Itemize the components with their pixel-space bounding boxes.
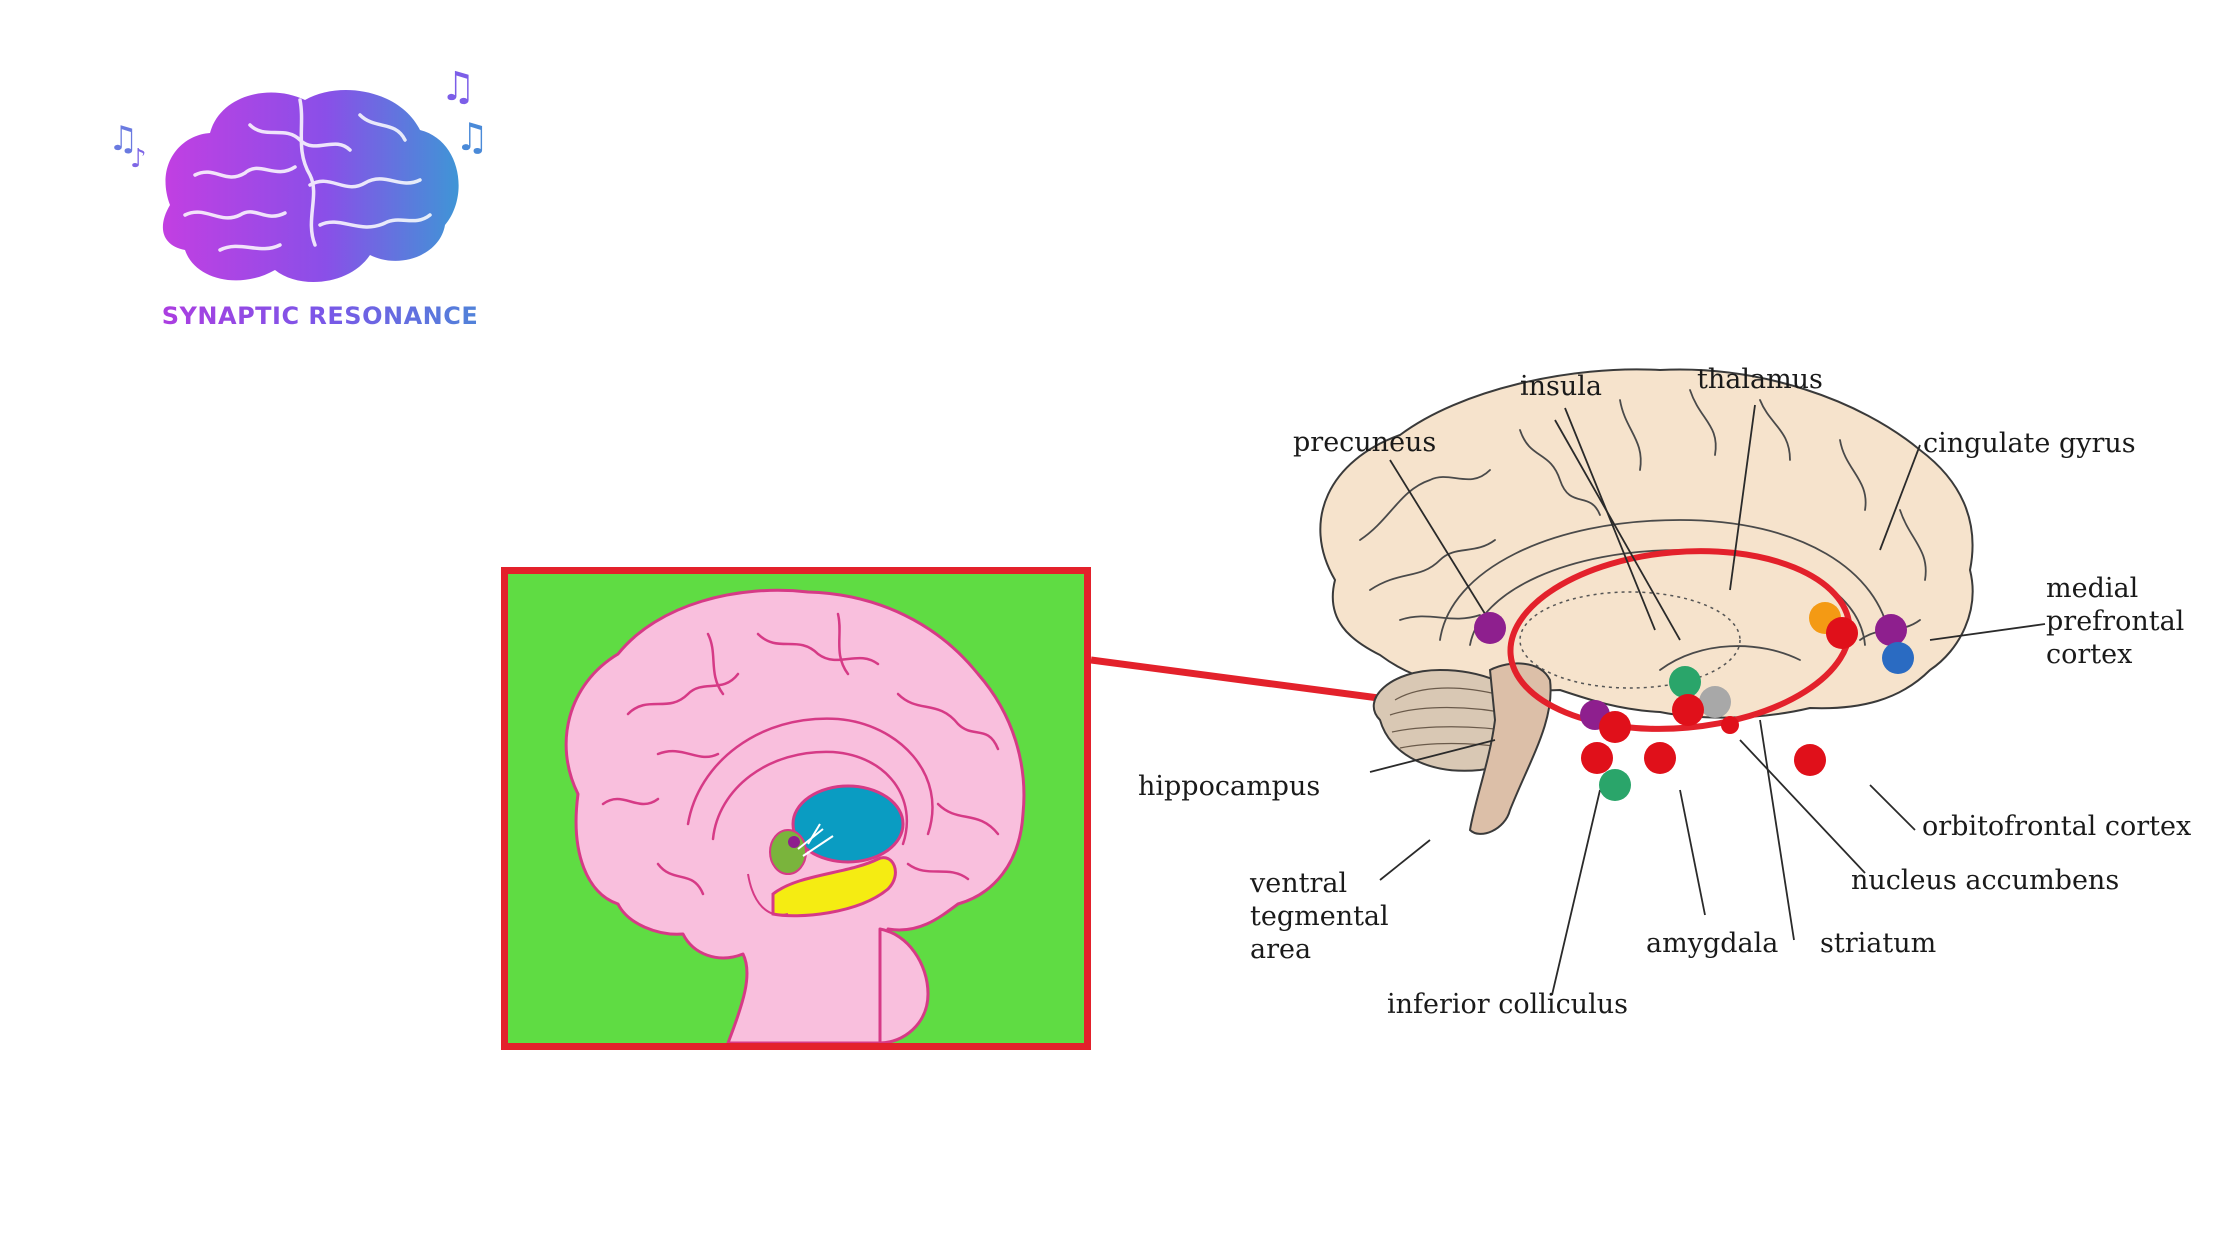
marker-hippocampus-red xyxy=(1599,711,1631,743)
label-nucleus-accumbens: nucleus accumbens xyxy=(1851,865,2120,896)
marker-mpfc-blue xyxy=(1882,642,1914,674)
label-amygdala: amygdala xyxy=(1646,928,1779,959)
brain-sagittal-drawing xyxy=(1319,368,2046,996)
svg-text:♫: ♫ xyxy=(440,64,476,110)
label-medial-prefrontal-cortex: medial prefrontal cortex xyxy=(2046,573,2185,670)
label-cingulate-gyrus: cingulate gyrus xyxy=(1923,428,2136,459)
svg-text:♫: ♫ xyxy=(455,115,489,159)
marker-insula-green xyxy=(1669,666,1701,698)
label-striatum: striatum xyxy=(1820,928,1937,959)
brain-anatomy-diagram: insula thalamus precuneus cingulate gyru… xyxy=(1100,340,2240,1060)
region-markers xyxy=(1474,602,1914,801)
label-thalamus: thalamus xyxy=(1697,364,1823,395)
label-hippocampus: hippocampus xyxy=(1138,771,1321,802)
label-insula: insula xyxy=(1520,371,1603,402)
marker-precuneus xyxy=(1474,612,1506,644)
svg-text:♫: ♫ xyxy=(108,119,138,159)
brand-logo: ♫ ♪ ♫ ♫ xyxy=(100,55,520,345)
marker-vta-red xyxy=(1581,742,1613,774)
brand-name: SYNAPTIC RESONANCE xyxy=(150,302,490,330)
marker-ofc-red xyxy=(1794,744,1826,776)
marker-mpfc-purple xyxy=(1875,614,1907,646)
marker-cingulate-red xyxy=(1826,617,1858,649)
marker-amygdala-red xyxy=(1644,742,1676,774)
brainstem-shape xyxy=(1468,662,1552,835)
brain-with-music-notes-icon: ♫ ♪ ♫ ♫ xyxy=(108,64,489,282)
marker-thalamus-gray xyxy=(1699,686,1731,718)
label-inferior-colliculus: inferior colliculus xyxy=(1387,989,1628,1020)
marker-colliculus-green xyxy=(1599,769,1631,801)
inset-brain-panel xyxy=(501,567,1091,1050)
label-orbitofrontal-cortex: orbitofrontal cortex xyxy=(1922,811,2192,842)
marker-small-red xyxy=(1721,716,1739,734)
marker-insula-red xyxy=(1672,694,1704,726)
svg-text:♪: ♪ xyxy=(130,144,147,174)
cartoon-brain-illustration xyxy=(564,588,1026,1043)
label-ventral-tegmental-area: ventral tegmental area xyxy=(1250,868,1389,965)
label-precuneus: precuneus xyxy=(1293,427,1437,458)
